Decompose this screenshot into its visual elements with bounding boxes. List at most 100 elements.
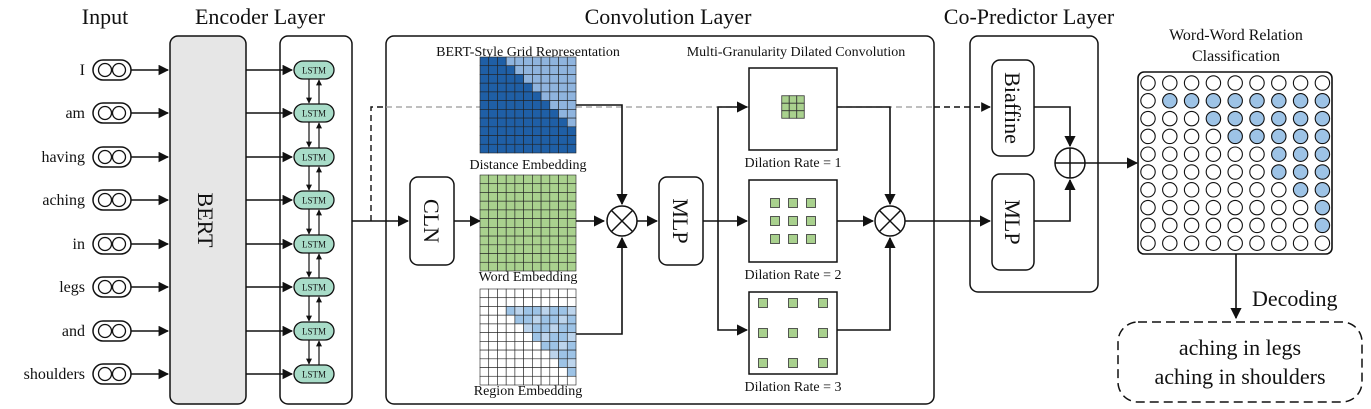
relation-cell [1140, 146, 1156, 162]
grid-cell [558, 332, 568, 342]
grid-cell [523, 200, 533, 211]
grid-cell [514, 135, 524, 145]
relation-cell [1314, 128, 1331, 145]
grid-cell [566, 74, 577, 84]
grid-cell [566, 218, 577, 228]
dilation-rate-1-label: Dilation Rate = 1 [745, 156, 842, 171]
grid-cell [514, 109, 524, 119]
relation-cell [1205, 217, 1222, 234]
grid-cell [488, 209, 498, 219]
embedding-node [97, 192, 113, 208]
grid-cell [532, 341, 542, 351]
relation-cell [1140, 217, 1156, 234]
grid-cell [566, 297, 577, 307]
grid-cell [488, 65, 498, 75]
relation-cell [1205, 199, 1222, 216]
grid-cell [479, 65, 490, 75]
grid-cell [566, 174, 577, 185]
relation-cell [1162, 110, 1178, 127]
grid-cell [566, 117, 577, 128]
relation-cell [1183, 75, 1200, 91]
grid-cell [497, 349, 507, 360]
grid-cell [523, 74, 533, 84]
decoding-label: Decoding [1252, 286, 1338, 311]
grid-cell [566, 323, 577, 333]
grid-cell [497, 209, 507, 219]
grid-cell [549, 349, 559, 360]
grid-cell [558, 218, 568, 228]
grid-cell [488, 218, 498, 228]
relation-cell [1249, 235, 1265, 251]
kernel-cell [796, 95, 805, 104]
grid-cell [497, 174, 507, 185]
kernel-cell [788, 110, 798, 119]
grid-cell [558, 323, 568, 333]
lstm-cell [293, 234, 335, 254]
grid-cell [505, 143, 516, 154]
grid-cell [514, 244, 524, 254]
grid-cell [540, 174, 551, 185]
grid-cell [514, 227, 524, 237]
grid-cell [479, 200, 490, 211]
grid-cell [558, 367, 568, 377]
co-predictor-box [969, 35, 1099, 293]
embedding-node [97, 366, 113, 382]
relation-cell [1314, 235, 1331, 251]
relation-cell [1162, 235, 1178, 251]
grid-cell [540, 306, 551, 316]
lstm-cell [293, 364, 335, 384]
grid-cell [505, 200, 516, 211]
kernel-cell [788, 234, 798, 244]
grid-cell [488, 56, 498, 67]
grid-cell [488, 244, 498, 254]
relation-cell [1249, 110, 1265, 127]
grid-cell [488, 235, 498, 246]
grid-cell [549, 227, 559, 237]
grid-cell [497, 288, 507, 299]
decoding-result-box [1117, 321, 1363, 403]
grid-cell [497, 117, 507, 128]
grid-cell [479, 100, 490, 110]
grid-cell [514, 91, 524, 101]
grid-cell [523, 341, 533, 351]
grid-cell [514, 349, 524, 360]
input-token: in [73, 236, 85, 253]
grid-cell [558, 91, 568, 101]
grid-cell [523, 253, 533, 263]
grid-cell [532, 314, 542, 325]
grid-cell [566, 82, 577, 93]
grid-cell [497, 323, 507, 333]
input-token: legs [59, 279, 85, 296]
relation-cell [1271, 182, 1287, 198]
grid-cell [566, 235, 577, 246]
relation-cell [1292, 235, 1309, 251]
grid-cell [540, 349, 551, 360]
grid-cell [540, 82, 551, 93]
grid-cell [549, 297, 559, 307]
grid-cell [488, 253, 498, 263]
relation-cell [1162, 146, 1178, 162]
grid-cell [514, 314, 524, 325]
relation-cell [1271, 93, 1287, 109]
grid-cell [532, 367, 542, 377]
grid-cell [549, 306, 559, 316]
grid-cell [549, 209, 559, 219]
grid-cell [479, 367, 490, 377]
grid-cell [540, 100, 551, 110]
grid-cell [479, 358, 490, 368]
grid-cell [523, 91, 533, 101]
grid-cell [532, 126, 542, 136]
grid-cell [505, 174, 516, 185]
relation-cell [1183, 182, 1200, 198]
grid-cell [566, 109, 577, 119]
relation-cell [1183, 110, 1200, 127]
biaffine-to-sum-arrow [1034, 106, 1076, 148]
grid-cell [566, 183, 577, 193]
grid-cell [549, 200, 559, 211]
lstm-label: LSTM [302, 153, 326, 163]
lstm-cell [293, 147, 335, 167]
grid-cell [558, 74, 568, 84]
grid-cell [558, 358, 568, 368]
lstm-cell [293, 103, 335, 123]
relation-cell [1314, 75, 1331, 91]
